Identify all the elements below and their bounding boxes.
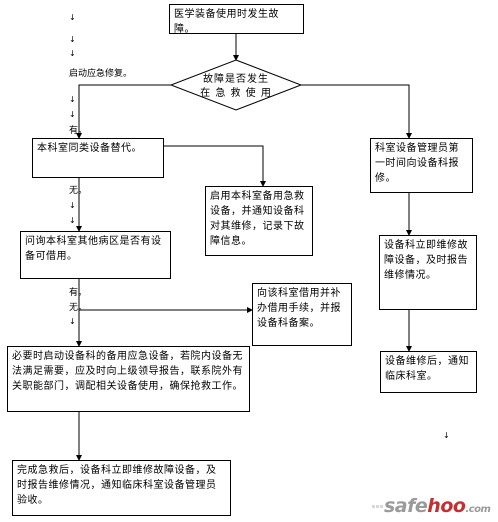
safehoo-watermark-logo: safehoo.com [372,494,496,518]
paragraph-mark: ↓ [69,35,76,44]
repair-box: 设备科立即维修故障设备，及时报告维修情况。 [379,235,477,310]
emergency-equipment-box: 必要时启动设备科的备用应急设备，若院内设备无法满足需要，应及时向上级领导报告，联… [7,346,250,412]
paragraph-mark: ↓ [69,49,76,58]
label-no-2: 无。 [69,303,88,313]
label-no-1: 无。 [69,186,88,196]
replace-box: 本科室同类设备替代。 [32,138,164,178]
watermark-safe: safe [384,495,428,517]
label-yes-2: 有。 [69,288,88,298]
decision-line-2: 在 急 救 使 用 [200,88,272,99]
ask-other-ward-box: 问询本科室其他病区是否有设备可借用。 [20,231,171,279]
decision-text: 故障是否发生 在 急 救 使 用 [191,73,281,101]
paragraph-mark: ↓ [69,317,76,326]
enable-spare-box: 启用本科室备用急救设备，并通知设备科对其维修，记录下故障信息。 [205,186,313,256]
paragraph-mark: ↓ [69,201,76,210]
label-launch-repair: 启动应急修复。 [69,69,133,79]
edge-ask-borrow [78,279,253,313]
decision-line-1: 故障是否发生 [203,74,269,85]
watermark-hoo: hoo [427,495,466,517]
paragraph-mark: ↓ [69,110,76,119]
paragraph-mark: ↓ [69,13,76,22]
borrow-box: 向该科室借用并补办借用手续，并报设备科备案。 [252,283,352,346]
edge-decision-replace [76,84,171,139]
watermark-tld: .com [465,504,491,515]
paragraph-mark: ↓ [443,431,450,440]
repair-done-box: 设备维修后，通知临床科室。 [380,351,477,393]
after-rescue-box: 完成急救后，设备科立即维修故障设备，及时报告维修情况，通知临床科室设备管理员验收… [12,460,231,516]
paragraph-mark: ↓ [69,95,76,104]
edge-decision-manager [300,84,412,139]
paragraph-mark: ↓ [69,216,76,225]
start-box: 医学装备使用时发生故障。 [169,4,304,35]
manager-report-box: 科室设备管理员第一时间向设备科报修。 [370,138,473,193]
edge-replace-spare [164,145,266,187]
decision-diamond [169,59,303,111]
label-yes-1: 有。 [69,126,88,136]
